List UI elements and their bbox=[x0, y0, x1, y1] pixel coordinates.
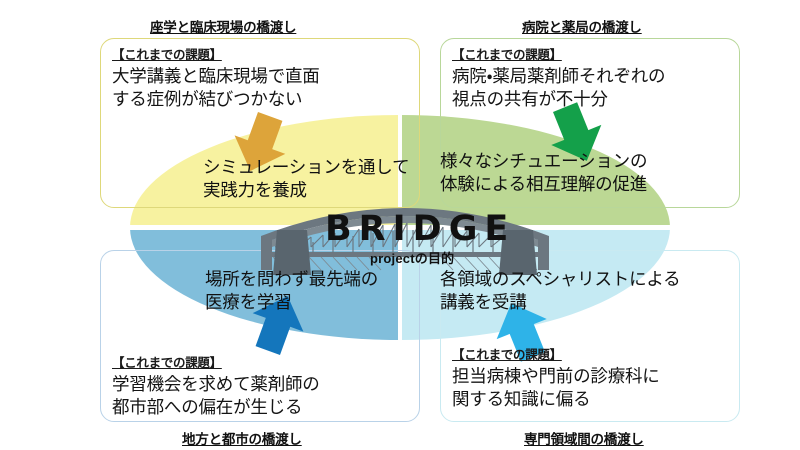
issue-text-top-right: 病院・薬局薬剤師それぞれの 視点の共有が不十分 bbox=[452, 66, 666, 109]
issue-label-bottom-left: 【これまでの課題】 bbox=[112, 356, 222, 370]
issue-bottom-right: 【これまでの課題】 担当病棟や門前の診療科に 関する知識に偏る bbox=[452, 344, 660, 411]
problem-box-bottom-left bbox=[100, 250, 420, 422]
caption-top-left: 座学と臨床現場の橋渡し bbox=[150, 20, 297, 35]
ellipse-divider-horizontal bbox=[130, 225, 670, 230]
problem-box-bottom-right bbox=[440, 250, 740, 422]
solution-text-bottom-right: 各領域のスペシャリストによる 講義を受講 bbox=[440, 269, 681, 312]
issue-text-bottom-left: 学習機会を求めて薬剤師の 都市部への偏在が生じる bbox=[112, 374, 320, 417]
page-title: BRIDGE bbox=[325, 209, 516, 249]
issue-top-right: 【これまでの課題】 病院・薬局薬剤師それぞれの 視点の共有が不十分 bbox=[452, 44, 666, 111]
caption-bottom-right: 専門領域間の橋渡し bbox=[524, 432, 644, 447]
issue-label-bottom-right: 【これまでの課題】 bbox=[452, 348, 562, 362]
solution-text-top-left: シミュレーションを通して 実践力を養成 bbox=[203, 157, 410, 200]
solution-text-bottom-left: 場所を問わず最先端の 医療を学習 bbox=[205, 269, 378, 312]
issue-text-top-left: 大学講義と臨床現場で直面 する症例が結びつかない bbox=[112, 66, 320, 109]
problem-box-top-right bbox=[440, 38, 740, 208]
issue-text-bottom-right: 担当病棟や門前の診療科に 関する知識に偏る bbox=[452, 366, 660, 409]
problem-box-top-left bbox=[100, 38, 420, 208]
issue-label-top-left: 【これまでの課題】 bbox=[112, 48, 222, 62]
issue-top-left: 【これまでの課題】 大学講義と臨床現場で直面 する症例が結びつかない bbox=[112, 44, 320, 111]
caption-top-right: 病院と薬局の橋渡し bbox=[522, 20, 642, 35]
issue-label-top-right: 【これまでの課題】 bbox=[452, 48, 562, 62]
solution-text-top-right: 様々なシチュエーションの 体験による相互理解の促進 bbox=[440, 151, 648, 194]
caption-bottom-left: 地方と都市の橋渡し bbox=[182, 432, 302, 447]
issue-bottom-left: 【これまでの課題】 学習機会を求めて薬剤師の 都市部への偏在が生じる bbox=[112, 352, 320, 419]
